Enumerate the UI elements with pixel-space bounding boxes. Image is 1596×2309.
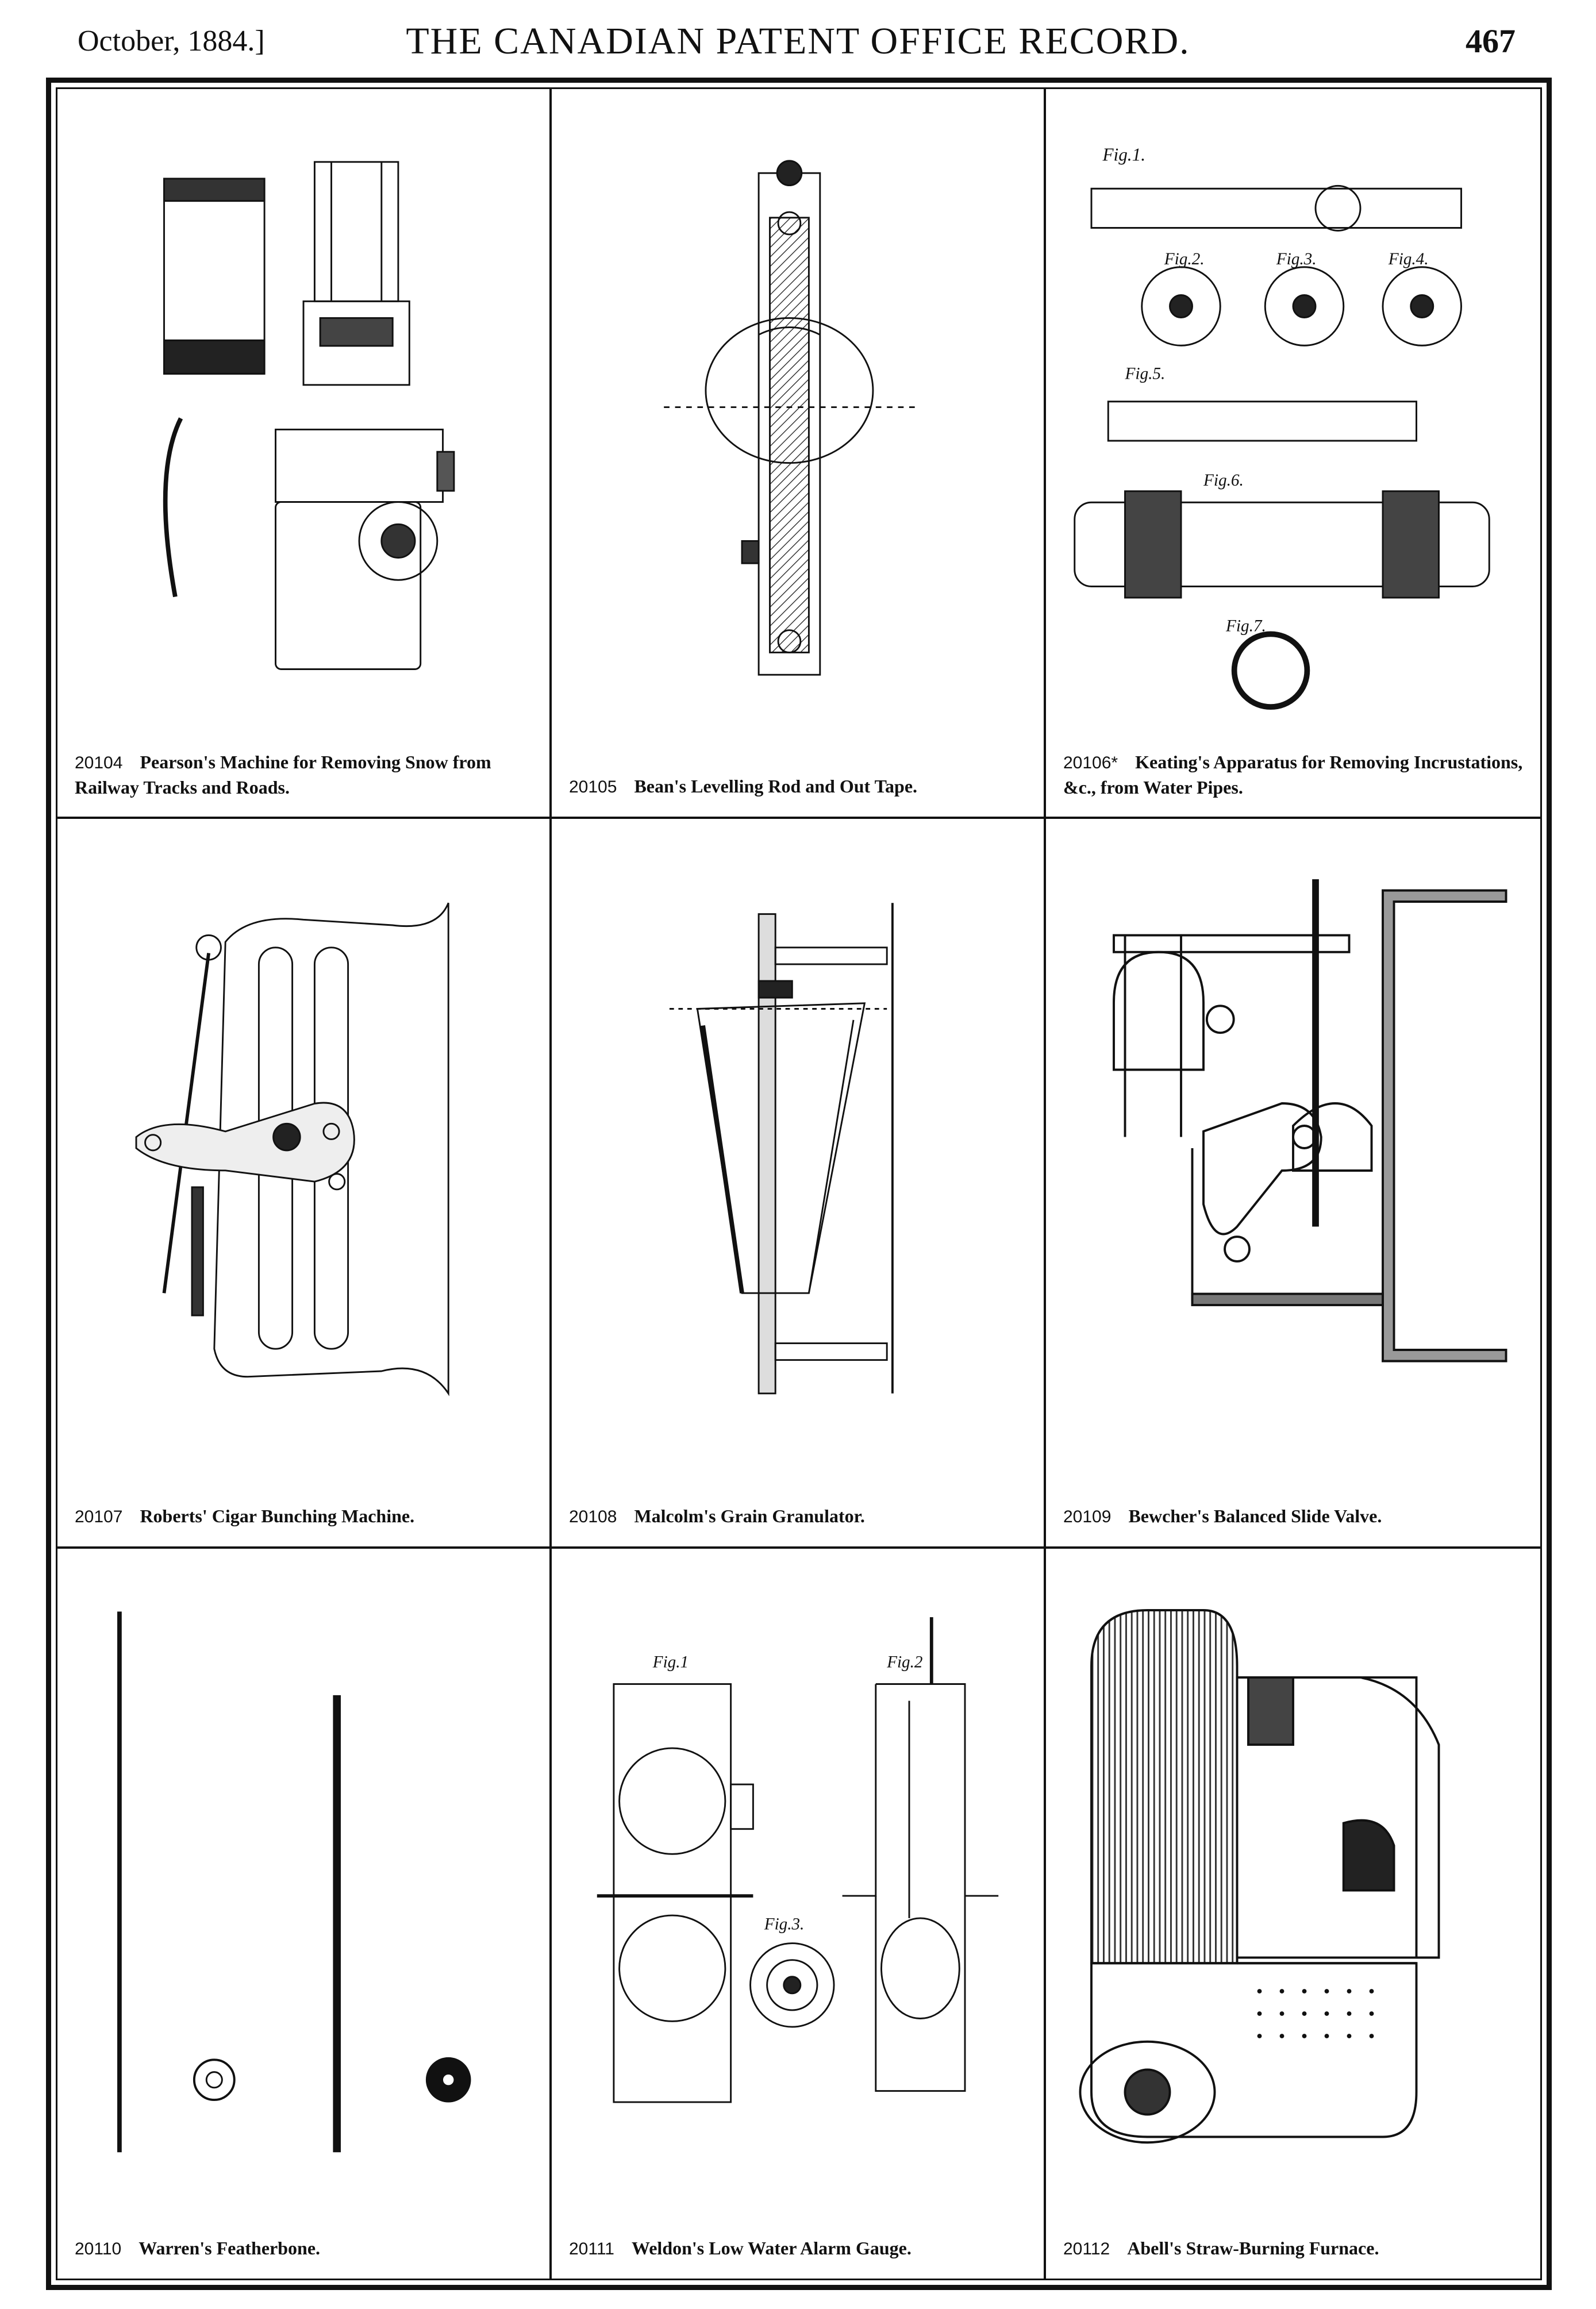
- fig-label: Fig.2: [886, 1653, 922, 1671]
- patent-title: Bewcher's Balanced Slide Valve.: [1128, 1506, 1382, 1526]
- patent-title: Malcolm's Grain Granulator.: [634, 1506, 865, 1526]
- fig-label: Fig.3.: [1276, 250, 1317, 268]
- patent-cell-20104: 20104 Pearson's Machine for Removing Sno…: [57, 89, 552, 819]
- fig-label: Fig.1.: [1102, 145, 1146, 165]
- grain-granulator-drawing: [669, 903, 894, 1395]
- patent-title: Weldon's Low Water Alarm Gauge.: [631, 2238, 912, 2258]
- patent-title: Roberts' Cigar Bunching Machine.: [140, 1506, 415, 1526]
- fig-label: Fig.6.: [1203, 471, 1244, 490]
- patent-title: Pearson's Machine for Removing Snow from…: [75, 752, 491, 798]
- patent-number: 20104: [75, 753, 123, 772]
- incrustation-apparatus-drawing: Fig.1. Fig.2. Fig.3. Fig.4. Fig.5. Fig.6…: [1074, 145, 1490, 710]
- patent-cell-20107: 20107 Roberts' Cigar Bunching Machine.: [57, 819, 552, 1549]
- patent-drawing-20107: [80, 836, 526, 1460]
- patent-cell-20109: 20109 Bewcher's Balanced Slide Valve.: [1046, 819, 1540, 1549]
- patent-number: 20112: [1063, 2239, 1110, 2258]
- patent-caption-20108: 20108 Malcolm's Grain Granulator.: [569, 1504, 1026, 1529]
- issue-date: October, 1884.]: [78, 25, 265, 57]
- patent-title: Keating's Apparatus for Removing Incrust…: [1063, 752, 1523, 798]
- fig-label: Fig.1: [652, 1653, 689, 1671]
- patent-caption-20109: 20109 Bewcher's Balanced Slide Valve.: [1063, 1504, 1523, 1529]
- frame-inner-rule: [56, 87, 1542, 2280]
- cigar-bunching-drawing: [135, 902, 449, 1396]
- patent-cell-20105: 20105 Bean's Levelling Rod and Out Tape.: [552, 89, 1046, 819]
- patent-caption-20107: 20107 Roberts' Cigar Bunching Machine.: [75, 1504, 532, 1529]
- snow-machine-drawing: [163, 161, 455, 670]
- patent-drawing-20111: Fig.1 Fig.2 Fig.3.: [575, 1566, 1021, 2192]
- patent-cell-20111: Fig.1 Fig.2 Fig.3.: [552, 1549, 1046, 2279]
- patent-cell-20110: 20110 Warren's Featherbone.: [57, 1549, 552, 2279]
- straw-furnace-drawing: [1079, 1609, 1440, 2144]
- patent-title: Bean's Levelling Rod and Out Tape.: [634, 776, 918, 796]
- fig-label: Fig.7.: [1225, 617, 1266, 636]
- page-number: 467: [1466, 22, 1516, 60]
- patent-drawing-20106: Fig.1. Fig.2. Fig.3. Fig.4. Fig.5. Fig.6…: [1069, 106, 1517, 730]
- patent-caption-20106: 20106* Keating's Apparatus for Removing …: [1063, 750, 1523, 799]
- patent-caption-20110: 20110 Warren's Featherbone.: [75, 2236, 532, 2261]
- fig-label: Fig.2.: [1164, 250, 1205, 268]
- patent-cell-20106: Fig.1. Fig.2. Fig.3. Fig.4. Fig.5. Fig.6…: [1046, 89, 1540, 819]
- patent-drawing-20108: [575, 836, 1021, 1460]
- patent-title: Abell's Straw-Burning Furnace.: [1127, 2238, 1379, 2258]
- patent-caption-20104: 20104 Pearson's Machine for Removing Sno…: [75, 750, 532, 799]
- publication-title: THE CANADIAN PATENT OFFICE RECORD.: [406, 20, 1190, 62]
- patent-number: 20110: [75, 2239, 122, 2258]
- patent-drawing-20104: [80, 106, 526, 730]
- page-header: October, 1884.] THE CANADIAN PATENT OFFI…: [0, 0, 1596, 75]
- patent-drawing-20105: [575, 106, 1021, 730]
- patent-number: 20108: [569, 1507, 617, 1526]
- patent-number: 20105: [569, 778, 617, 796]
- levelling-rod-drawing: [664, 160, 915, 676]
- patent-number: 20107: [75, 1507, 123, 1526]
- patent-number: 20106*: [1063, 753, 1118, 772]
- fig-label: Fig.4.: [1388, 250, 1429, 268]
- patent-title: Warren's Featherbone.: [139, 2238, 321, 2258]
- patent-caption-20105: 20105 Bean's Levelling Rod and Out Tape.: [569, 774, 1026, 799]
- patent-caption-20112: 20112 Abell's Straw-Burning Furnace.: [1063, 2236, 1523, 2261]
- slide-valve-drawing: [1113, 879, 1507, 1363]
- featherbone-drawing: [117, 1611, 471, 2153]
- patent-number: 20111: [569, 2239, 614, 2258]
- fig-label: Fig.3.: [764, 1915, 805, 1933]
- patent-drawing-20112: [1069, 1566, 1517, 2192]
- patent-drawing-20109: [1069, 836, 1517, 1460]
- alarm-gauge-drawing: Fig.1 Fig.2 Fig.3.: [597, 1617, 999, 2103]
- page-frame: 20104 Pearson's Machine for Removing Sno…: [46, 78, 1552, 2290]
- patent-number: 20109: [1063, 1507, 1112, 1526]
- patent-caption-20111: 20111 Weldon's Low Water Alarm Gauge.: [569, 2236, 1026, 2261]
- patent-grid: 20104 Pearson's Machine for Removing Sno…: [57, 89, 1540, 2279]
- patent-drawing-20110: [80, 1566, 526, 2192]
- fig-label: Fig.5.: [1125, 365, 1166, 383]
- patent-cell-20112: 20112 Abell's Straw-Burning Furnace.: [1046, 1549, 1540, 2279]
- patent-cell-20108: 20108 Malcolm's Grain Granulator.: [552, 819, 1046, 1549]
